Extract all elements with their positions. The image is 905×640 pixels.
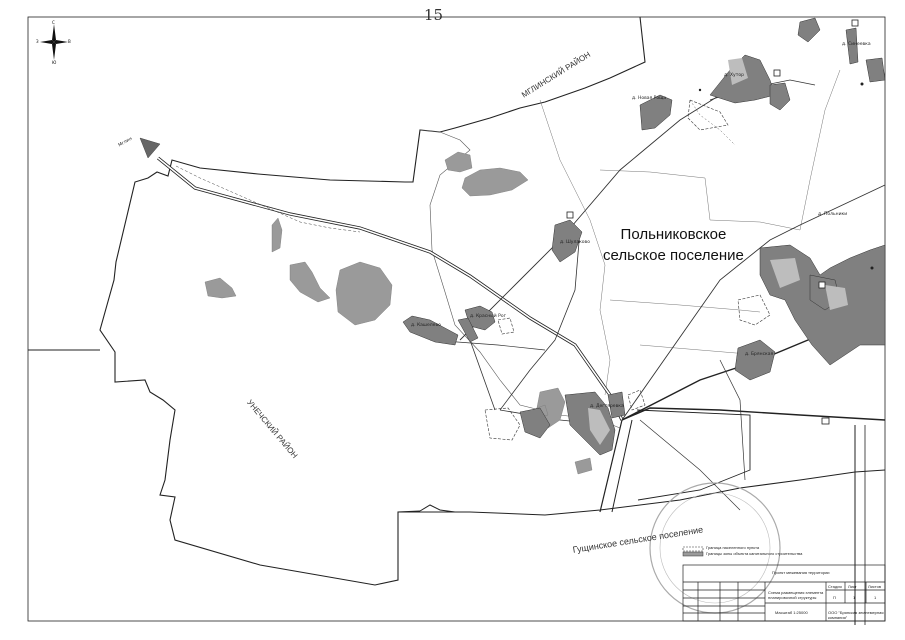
- district-boundary: [99, 16, 646, 586]
- compass-rose: С Ю З В: [36, 20, 71, 64]
- title-project: Проект межевания территории: [772, 570, 830, 575]
- page-number: 15: [424, 6, 444, 24]
- boundary-south: [398, 469, 886, 516]
- title-sheets-value: 1: [874, 595, 877, 600]
- compass-n: С: [52, 20, 55, 25]
- village-label: д. Новая Роща: [632, 96, 667, 101]
- title-stage-value: П: [833, 595, 836, 600]
- title-sheet-header: Лист: [848, 584, 857, 589]
- legend-construction-zone: Границы зоны объекта капитального строит…: [706, 551, 803, 556]
- compass-s: Ю: [52, 60, 57, 64]
- village-label: д. Синеевка: [842, 42, 871, 47]
- village-label: д. Хутор: [724, 73, 744, 78]
- title-sheets-header: Листов: [868, 584, 881, 589]
- title-drawing: Схема размещения элемента планировочной …: [768, 590, 824, 600]
- map-frame: [27, 16, 886, 622]
- title-sheet-value: 1: [853, 595, 856, 600]
- settlement-label: Польниковское сельское поселение: [603, 224, 744, 266]
- village-label: д. Шулаково: [560, 240, 590, 245]
- settlement-type: сельское поселение: [603, 247, 744, 264]
- settlement-name: Польниковское: [620, 226, 727, 243]
- title-block-frame: [682, 564, 886, 622]
- village-label: д. Красный Рог: [470, 314, 506, 319]
- title-org: ООО "Брянская землемерная компания": [828, 610, 884, 620]
- compass-e: В: [68, 39, 71, 44]
- compass-w: З: [36, 39, 39, 44]
- village-label: д. Брянская: [745, 352, 774, 357]
- direction-arrow: [139, 137, 161, 159]
- title-scale: Масштаб 1:25000: [775, 610, 808, 615]
- title-stage-header: Стадия: [828, 584, 842, 589]
- village-label: д. Дегтяревка: [590, 404, 624, 409]
- village-label: д. Польники: [818, 212, 848, 217]
- village-label: д. Кашелево: [411, 323, 441, 328]
- legend-settlement-boundary: Граница населенного пункта: [706, 545, 760, 550]
